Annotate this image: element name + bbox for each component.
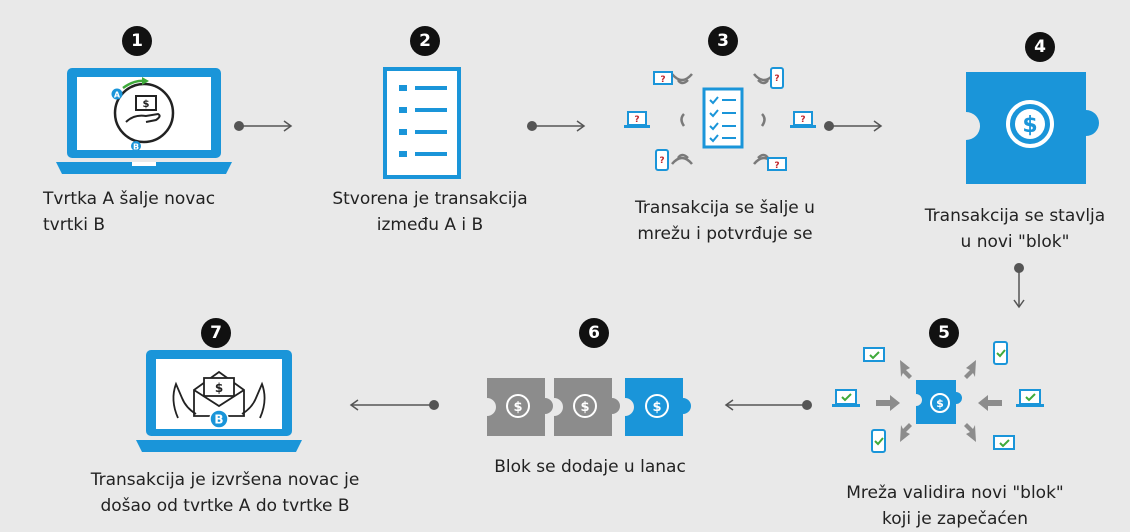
party-b-label: B (133, 143, 139, 152)
document-list-icon (383, 67, 461, 179)
dollar-sign: $ (215, 381, 223, 395)
arrow-3-to-4-dot (824, 121, 834, 131)
arrow-5-to-6-dot (802, 400, 812, 410)
step-1-caption: Tvrtka A šalje novac tvrtki B (43, 189, 216, 235)
arrow-6-to-7-dot (429, 400, 439, 410)
arrow-3-to-4-head (873, 120, 883, 132)
question-mark: ? (800, 115, 805, 125)
block-chain-icon: $ $ $ (487, 378, 691, 436)
step-2-caption: Stvorena je transakcija između A i B (332, 189, 528, 235)
dollar-sign: $ (143, 99, 150, 110)
step-5-badge: 5 (929, 318, 959, 348)
question-mark: ? (774, 161, 779, 171)
step-6-badge: 6 (579, 318, 609, 348)
network-validation-icon: $ (832, 341, 1044, 453)
puzzle-block-icon: $ (966, 72, 1099, 184)
party-b-label: B (214, 413, 223, 427)
step-3-caption: Transakcija se šalje u mrežu i potvrđuje… (635, 198, 815, 244)
arrow-5-to-6-head (724, 399, 734, 411)
arrow-1-to-2-head (283, 120, 293, 132)
step-4-caption: Transakcija se stavlja u novi "blok" (924, 206, 1106, 252)
arrow-2-to-3-head (576, 120, 586, 132)
network-broadcast-icon: ? ? ? ? ? ? (624, 67, 816, 171)
laptop-received-icon: $ B (136, 350, 302, 452)
dollar-sign: $ (652, 400, 661, 415)
step-7-caption: Transakcija je izvršena novac je došao o… (90, 470, 360, 516)
step-3-badge: 3 (708, 26, 738, 56)
question-mark: ? (660, 75, 665, 85)
question-mark: ? (634, 115, 639, 125)
question-mark: ? (774, 74, 779, 84)
laptop-money-icon: A $ B (56, 68, 232, 174)
step-1-badge: 1 (122, 26, 152, 56)
step-5-caption: Mreža validira novi "blok" koji je zapeč… (846, 483, 1064, 529)
step-7-badge: 7 (201, 318, 231, 348)
arrow-2-to-3-dot (527, 121, 537, 131)
step-6-caption: Blok se dodaje u lanac (494, 457, 686, 477)
dollar-sign: $ (936, 397, 944, 410)
arrow-6-to-7-head (349, 399, 359, 411)
arrow-4-to-5-head (1013, 299, 1025, 309)
arrow-4-to-5-dot (1014, 263, 1024, 273)
dollar-sign: $ (580, 400, 589, 415)
step-4-badge: 4 (1025, 32, 1055, 62)
dollar-sign: $ (513, 400, 522, 415)
dollar-sign: $ (1022, 113, 1037, 138)
question-mark: ? (659, 156, 664, 166)
arrow-1-to-2-dot (234, 121, 244, 131)
step-2-badge: 2 (410, 26, 440, 56)
party-a-label: A (114, 91, 121, 100)
